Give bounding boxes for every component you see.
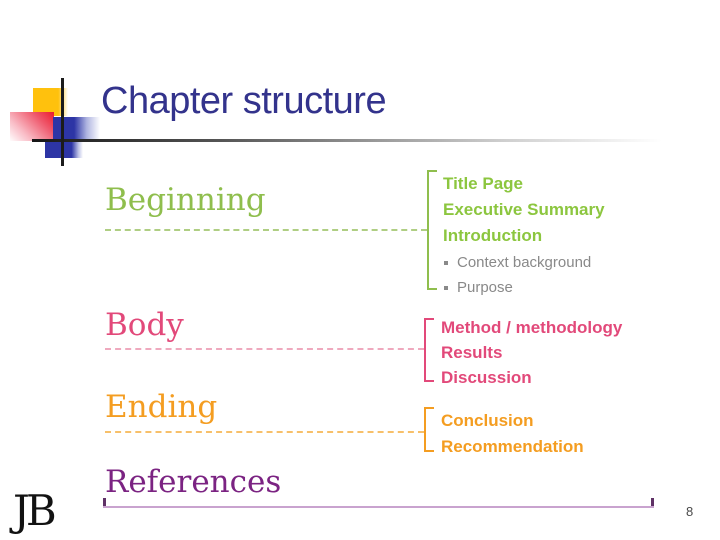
page-number: 8: [686, 504, 694, 519]
ornament-blue-square: [53, 117, 100, 142]
ornament-vertical-line: [61, 78, 64, 166]
title-underline-rule: [32, 139, 662, 142]
beginning-items: Title Page Executive Summary Introductio…: [443, 171, 605, 249]
ornament-blue-square-lower: [45, 141, 83, 158]
jb-logo: JB: [13, 486, 57, 535]
list-item: Results: [441, 343, 503, 362]
page-title: Chapter structure: [101, 80, 387, 122]
list-item: Title Page: [443, 174, 523, 193]
ending-bracket: [424, 407, 434, 452]
list-item: Introduction: [443, 226, 543, 245]
section-heading-body: Body: [105, 307, 184, 343]
body-bracket: [424, 318, 434, 382]
bullet-icon: [444, 285, 448, 290]
bullet-icon: [444, 260, 448, 265]
body-dashed-line: [105, 348, 424, 350]
section-heading-references: References: [105, 464, 282, 500]
subitem-label: Purpose: [457, 279, 513, 296]
list-item: Recommendation: [441, 437, 584, 456]
body-items: Method / methodology Results Discussion: [441, 315, 622, 390]
beginning-bracket: [427, 170, 437, 290]
ornament-red-square: [10, 112, 54, 141]
section-heading-ending: Ending: [105, 389, 218, 425]
ending-dashed-line: [105, 431, 424, 433]
section-heading-beginning: Beginning: [105, 182, 266, 218]
list-item: Method / methodology: [441, 318, 623, 337]
list-item: Context background: [444, 250, 591, 275]
ending-items: Conclusion Recommendation: [441, 408, 584, 460]
beginning-dashed-line: [105, 229, 427, 231]
list-item: Executive Summary: [443, 200, 605, 219]
subitem-label: Context background: [457, 254, 592, 271]
list-item: Conclusion: [441, 411, 534, 430]
list-item: Purpose: [444, 275, 591, 300]
list-item: Discussion: [441, 368, 532, 387]
beginning-subitems: Context background Purpose: [444, 250, 591, 300]
references-underline: [103, 498, 654, 508]
